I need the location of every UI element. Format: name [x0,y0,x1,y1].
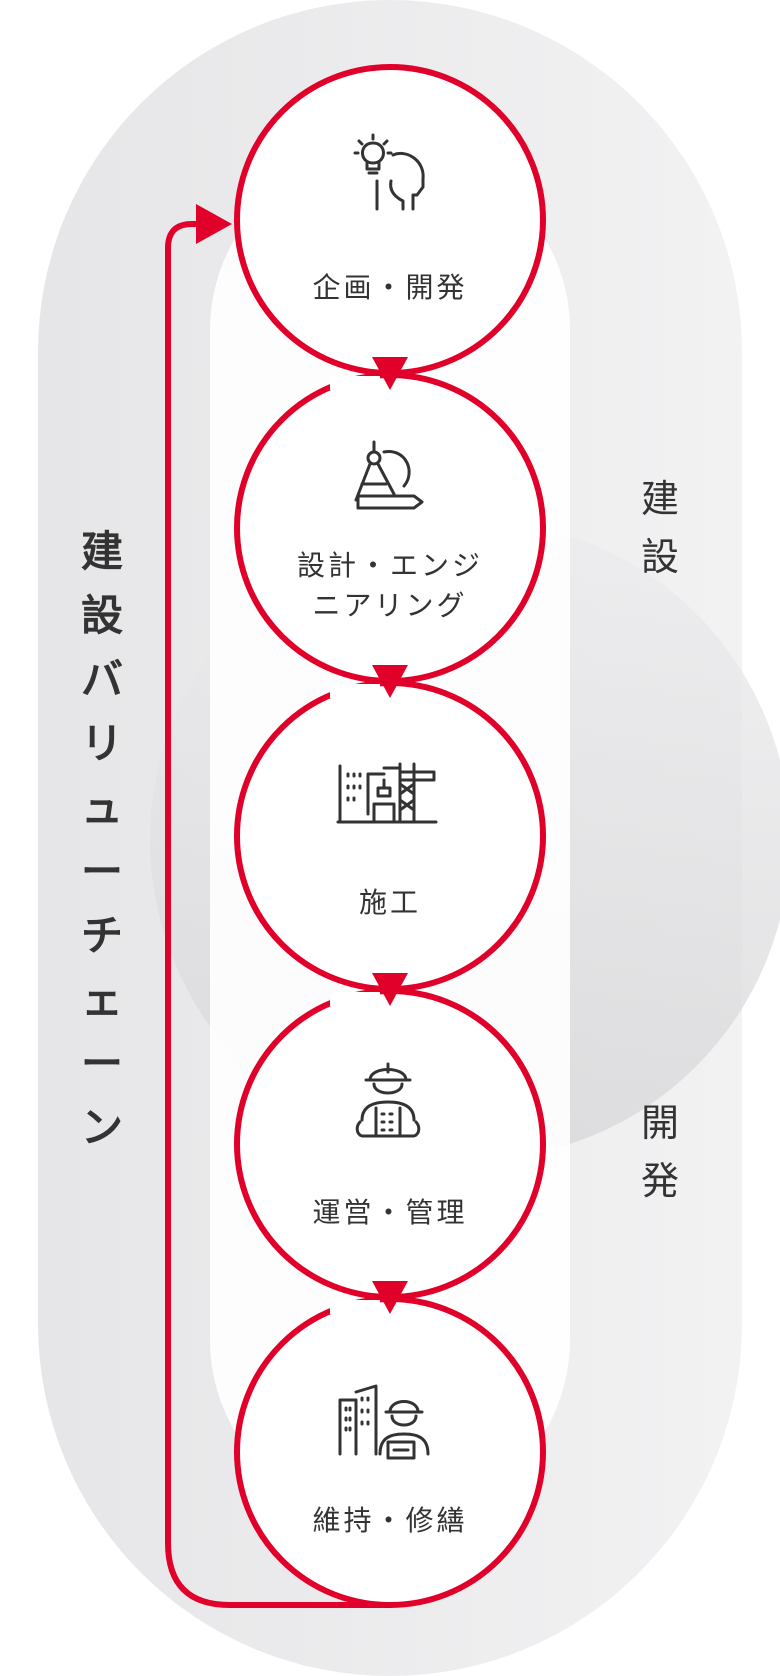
down-arrows [372,357,408,1314]
construction-char: 設 [640,535,679,579]
value-chain-char: ー [80,847,123,896]
engineer-maintenance-icon [338,1384,430,1460]
stage-label-construction: 施工 [358,886,421,919]
stage-circle-3 [234,680,546,992]
value-chain-char: バ [80,655,123,704]
value-chain-char: ン [80,1103,123,1152]
stage-circle-1 [234,64,546,376]
arrow-down-3 [372,973,408,1006]
value-chain-char: チ [80,911,123,960]
value-chain-char: 建 [80,527,123,576]
development-side-label: 開 発 [630,1094,690,1210]
stage-label-planning: 企画・開発 [312,271,468,304]
value-chain-char: ェ [80,975,123,1024]
value-chain-char: ュ [80,783,123,832]
return-arrow-head [196,204,232,244]
construction-char: 建 [640,477,679,521]
arrow-down-4 [372,1281,408,1314]
development-char: 発 [640,1159,679,1203]
construction-crane-icon [336,762,438,824]
value-chain-vertical-label: 建 設 バ リ ュ ー チ ェ ー ン [72,520,132,1160]
stage-label-operation-management: 運営・管理 [312,1196,468,1229]
value-chain-char: 設 [80,591,123,640]
arrow-down-2 [372,665,408,698]
stage-circles [234,64,546,1608]
stage-label-design-engineering: 設計・エンジ ニアリング [296,549,483,622]
compass-drafting-icon [354,440,424,510]
development-char: 開 [640,1101,679,1145]
idea-head-icon [353,133,425,211]
stage-label-maintenance-repair: 維持・修繕 [312,1504,468,1537]
return-loop-line [165,221,390,1608]
value-chain-char: リ [80,719,123,768]
stage-circle-5 [234,1296,546,1608]
stage-circle-4 [234,988,546,1300]
construction-side-label: 建 設 [630,470,690,586]
stage-circle-2 [234,372,546,684]
value-chain-char: ー [80,1039,123,1088]
worker-building-icon [355,1062,421,1138]
arrow-down-1 [372,357,408,390]
